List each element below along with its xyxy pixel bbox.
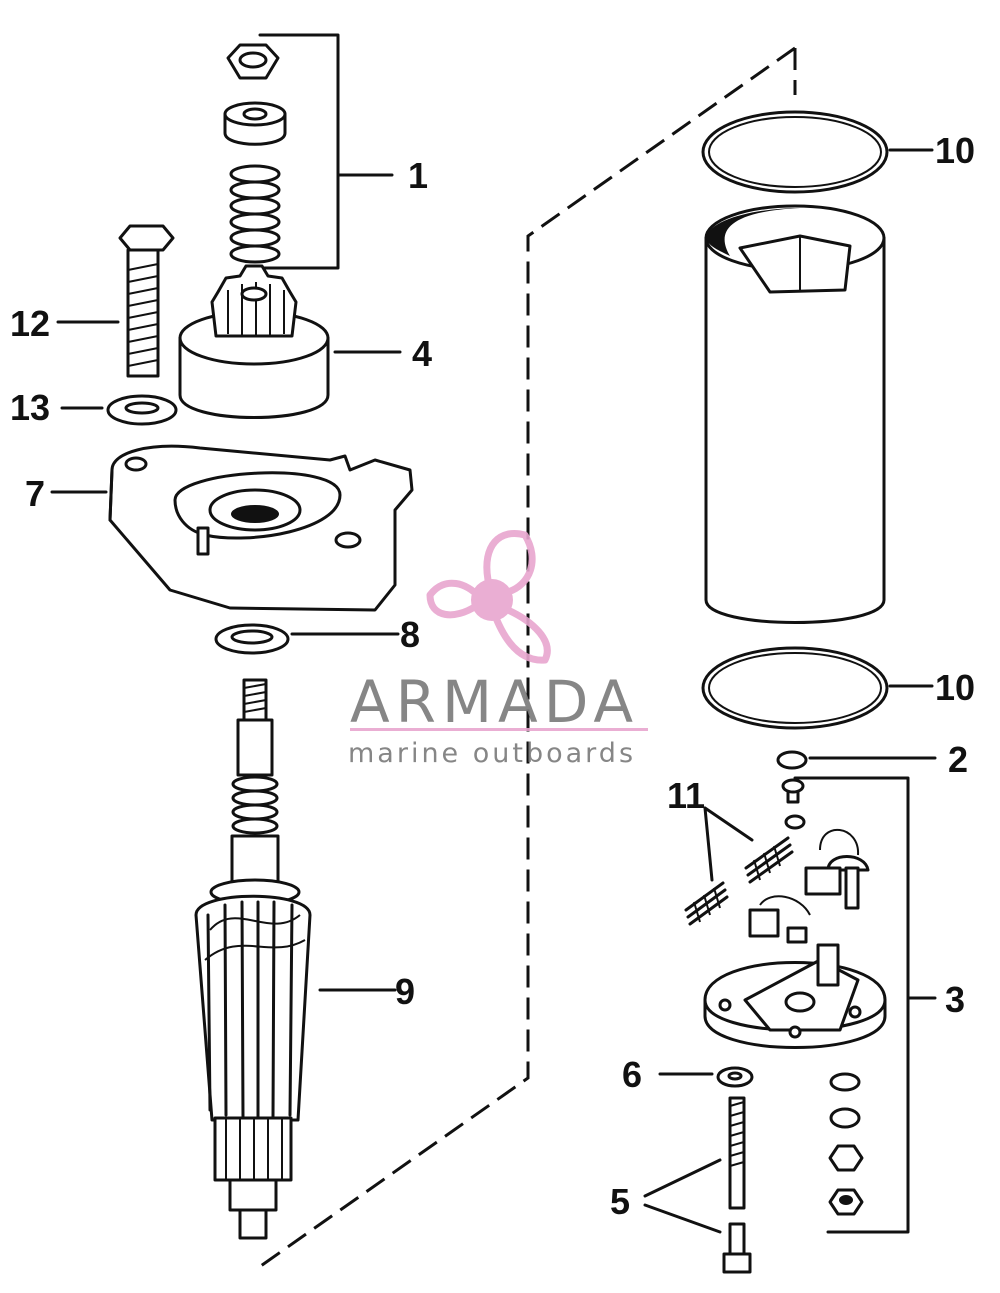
callout-11: 11 (667, 775, 705, 816)
watermark-underline (350, 728, 648, 731)
callout-2: 2 (948, 739, 968, 780)
part-6-washer (658, 1066, 754, 1088)
part-5-through-bolts (643, 1096, 752, 1274)
watermark-tagline: marine outboards (348, 738, 636, 769)
callout-4: 4 (412, 333, 432, 374)
part-9-armature (194, 678, 397, 1240)
field-housing (704, 204, 886, 624)
propeller-logo-icon (426, 530, 551, 664)
callout-1: 1 (408, 155, 428, 196)
part-13-washer (60, 394, 178, 426)
callout-3: 3 (945, 979, 965, 1020)
callout-6: 6 (622, 1054, 642, 1095)
part-8-washer (214, 623, 400, 655)
armada-watermark: ARMADA marine outboards (348, 530, 648, 769)
callout-8: 8 (400, 614, 420, 655)
callout-5: 5 (610, 1181, 630, 1222)
callout-13: 13 (10, 387, 50, 428)
part-3-brush-plate-assembly (703, 776, 937, 1234)
callout-7: 7 (25, 473, 45, 514)
part-11-brush-springs (684, 806, 794, 926)
part-7-end-cap (50, 444, 414, 612)
callout-9: 9 (395, 971, 415, 1012)
part-12-bolt (56, 224, 175, 378)
part-4-drive-pinion (178, 264, 402, 419)
watermark-brand-name: ARMADA (350, 668, 639, 736)
callout-10-top: 10 (935, 130, 975, 171)
callout-12: 12 (10, 303, 50, 344)
part-1-nut-spring-assembly (223, 33, 394, 270)
part-2-cap (776, 750, 937, 770)
part-10-top-oring (701, 110, 934, 194)
callout-10-bottom: 10 (935, 667, 975, 708)
part-10-bottom-oring (701, 646, 934, 730)
